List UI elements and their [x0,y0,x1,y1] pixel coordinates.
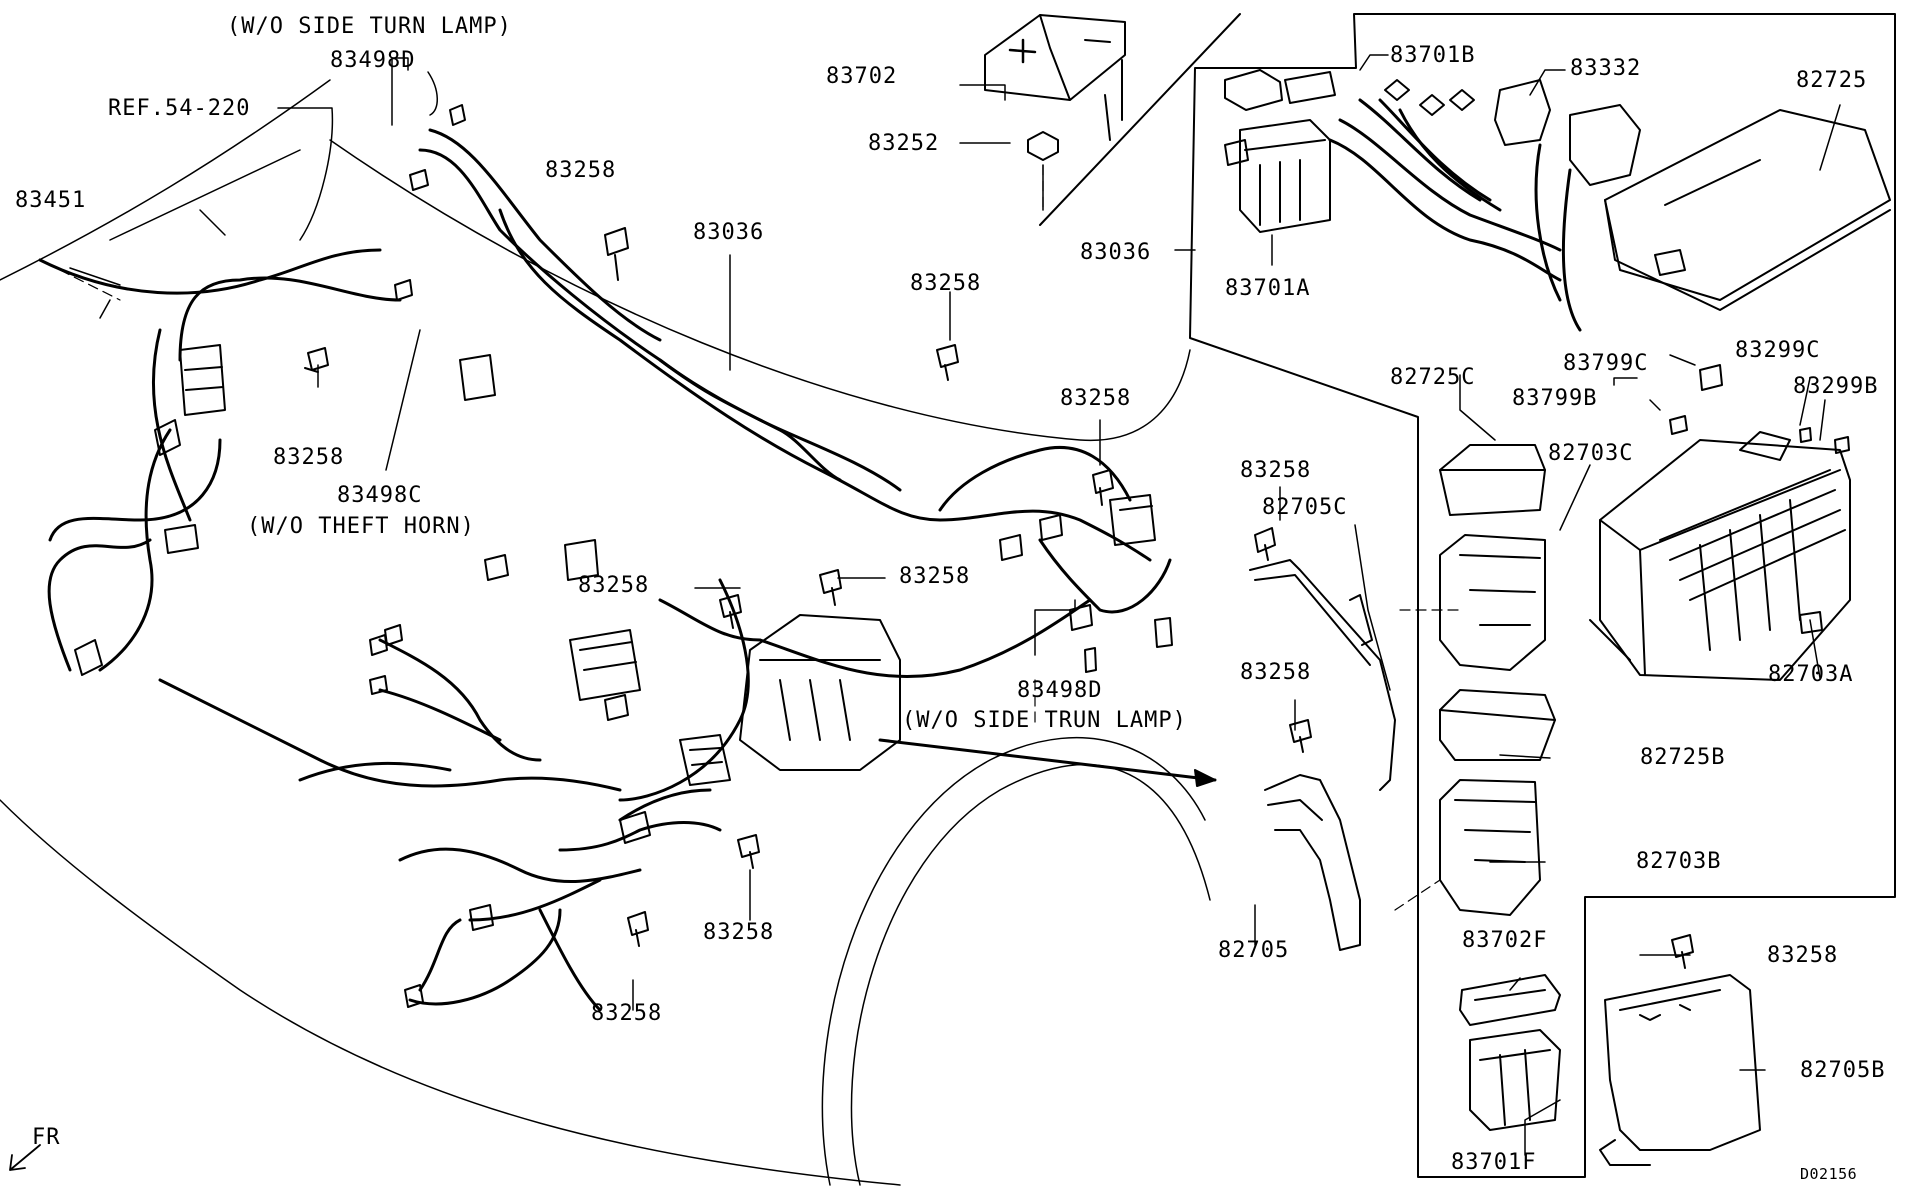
callout-82703a: 82703A [1768,662,1854,687]
fr-arrow-icon [9,1144,41,1171]
pointer-arrow [878,738,1217,787]
callout-83701b: 83701B [1390,43,1476,68]
dashed-pointers [59,164,1461,911]
callout-83252: 83252 [868,131,940,156]
callout-83332: 83332 [1570,56,1642,81]
callout-83702f: 83702F [1462,928,1548,953]
callout-83498d-top: 83498D [330,48,416,73]
car-body-outline [0,79,1191,1186]
callout-83701a: 83701A [1225,276,1311,301]
callout-side-turn-lamp-top: (W/O SIDE TURN LAMP) [227,14,512,39]
center-junction-block [679,614,901,786]
detail-components [1224,69,1891,1166]
callout-83258-b: 83258 [273,445,345,470]
bolts [304,131,1694,969]
callout-83299c: 83299C [1735,338,1821,363]
callout-83258-d: 83258 [1060,386,1132,411]
leader-lines [69,54,1841,1156]
callout-83258-k: 83258 [1767,943,1839,968]
callout-82725b: 82725B [1640,745,1726,770]
callout-83258-e: 83258 [578,573,650,598]
callout-ref-54-220: REF.54-220 [108,96,251,121]
callout-82725: 82725 [1796,68,1868,93]
callout-side-trun-lamp: (W/O SIDE TRUN LAMP) [902,708,1187,733]
callout-83258-g: 83258 [703,920,775,945]
diagram-id: D02156 [1800,1165,1858,1183]
battery-cover [984,13,1241,226]
callout-83036-main: 83036 [693,220,765,245]
callout-82703b: 82703B [1636,849,1722,874]
callout-83258-a: 83258 [545,158,617,183]
callout-83258-f: 83258 [899,564,971,589]
callout-82705c: 82705C [1262,495,1348,520]
callout-82703c: 82703C [1548,441,1634,466]
callout-83036-box: 83036 [1080,240,1152,265]
left-connectors [74,104,1173,1008]
callout-83258-h: 83258 [591,1001,663,1026]
callout-83701f: 83701F [1451,1150,1537,1175]
fr-label: FR [32,1125,61,1150]
callout-82705: 82705 [1218,938,1290,963]
callout-83451: 83451 [15,188,87,213]
callout-83299b: 83299B [1793,374,1879,399]
callout-theft-horn: (W/O THEFT HORN) [247,514,475,539]
callout-83702: 83702 [826,64,898,89]
wheel-arch [821,736,1211,1186]
detail-frame [1189,13,1896,1178]
callout-83258-c: 83258 [910,271,982,296]
callout-82705b: 82705B [1800,1058,1886,1083]
callout-82725c: 82725C [1390,365,1476,390]
callout-83258-i: 83258 [1240,458,1312,483]
callout-83498d-mid: 83498D [1017,678,1103,703]
callout-83799c: 83799C [1563,351,1649,376]
main-harness [38,128,1172,1012]
callout-83799b: 83799B [1512,386,1598,411]
callout-83498c: 83498C [337,483,423,508]
callout-83258-j: 83258 [1240,660,1312,685]
